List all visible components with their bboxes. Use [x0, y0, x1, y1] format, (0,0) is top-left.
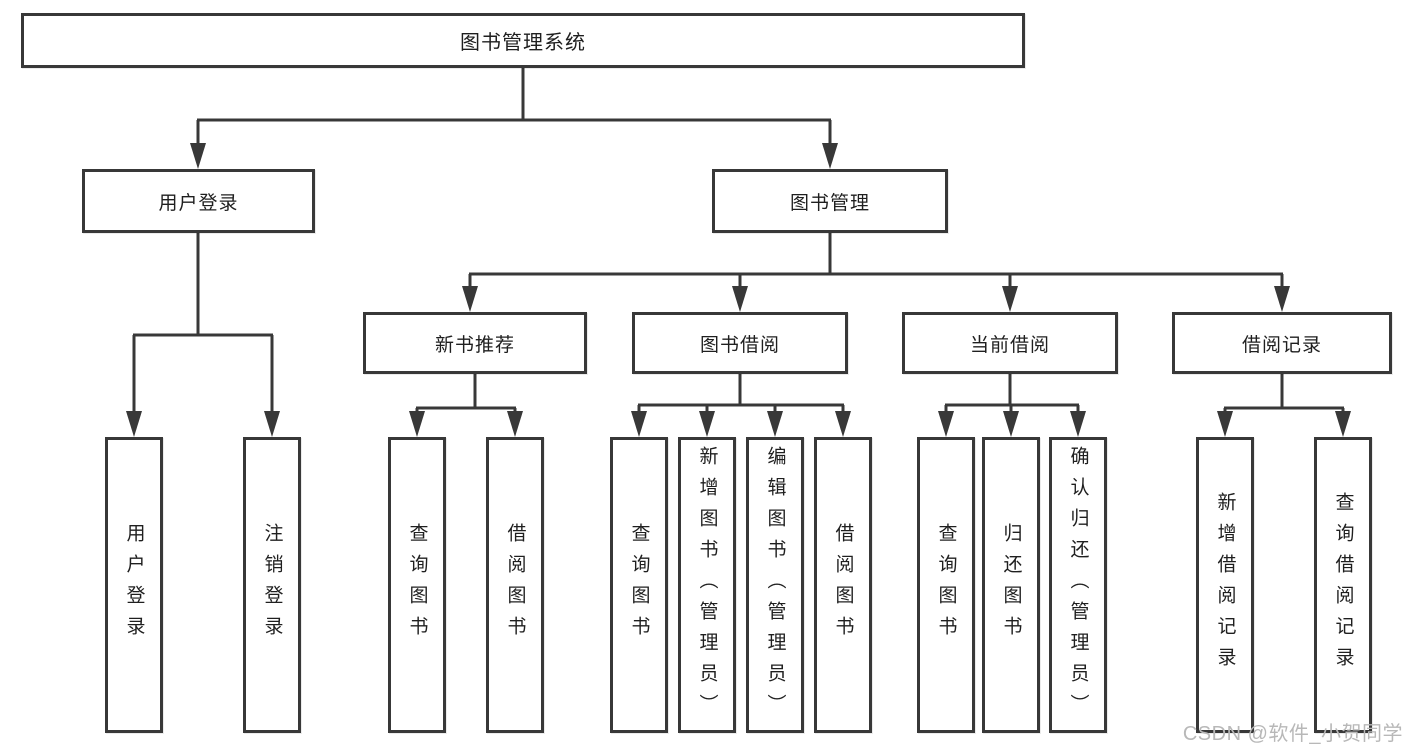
- node-book-management: 图书管理: [712, 169, 948, 233]
- leaf-cb-return-books-label: 归还图书: [1000, 523, 1022, 647]
- leaf-cb-confirm-return: 确认归还（管理员）: [1049, 437, 1107, 733]
- leaf-user-login: 用户登录: [105, 437, 163, 733]
- leaf-cb-query-books: 查询图书: [917, 437, 975, 733]
- leaf-bb-borrow-books-label: 借阅图书: [832, 523, 854, 647]
- leaf-bb-add-books: 新增图书（管理员）: [678, 437, 736, 733]
- leaf-bb-query-books: 查询图书: [610, 437, 668, 733]
- node-book-borrowing-label: 图书借阅: [699, 334, 780, 356]
- leaf-bb-borrow-books: 借阅图书: [814, 437, 872, 733]
- node-borrow-records-label: 借阅记录: [1241, 334, 1322, 356]
- node-current-borrowing: 当前借阅: [902, 312, 1118, 374]
- watermark: CSDN @软件_小贺同学: [1182, 723, 1403, 745]
- leaf-nb-borrow-books: 借阅图书: [486, 437, 544, 733]
- leaf-br-add-record-label: 新增借阅记录: [1214, 492, 1236, 678]
- leaf-br-add-record: 新增借阅记录: [1196, 437, 1254, 733]
- leaf-user-login-label: 用户登录: [123, 523, 145, 647]
- node-root: 图书管理系统: [21, 13, 1025, 68]
- leaf-bb-edit-books-label: 编辑图书（管理员）: [764, 445, 786, 725]
- leaf-bb-query-books-label: 查询图书: [628, 523, 650, 647]
- node-root-label: 图书管理系统: [460, 32, 586, 54]
- leaf-nb-query-books-label: 查询图书: [406, 523, 428, 647]
- leaf-cb-return-books: 归还图书: [982, 437, 1040, 733]
- node-current-borrowing-label: 当前借阅: [969, 334, 1050, 356]
- node-new-book-recommend: 新书推荐: [363, 312, 587, 374]
- leaf-bb-edit-books: 编辑图书（管理员）: [746, 437, 804, 733]
- node-user-login: 用户登录: [82, 169, 315, 233]
- leaf-logout-label: 注销登录: [261, 523, 283, 647]
- leaf-cb-query-books-label: 查询图书: [935, 523, 957, 647]
- leaf-nb-query-books: 查询图书: [388, 437, 446, 733]
- leaf-bb-add-books-label: 新增图书（管理员）: [696, 445, 718, 725]
- leaf-nb-borrow-books-label: 借阅图书: [504, 523, 526, 647]
- leaf-br-query-record-label: 查询借阅记录: [1332, 492, 1354, 678]
- leaf-br-query-record: 查询借阅记录: [1314, 437, 1372, 733]
- node-new-book-recommend-label: 新书推荐: [434, 334, 515, 356]
- leaf-cb-confirm-return-label: 确认归还（管理员）: [1067, 445, 1089, 725]
- node-borrow-records: 借阅记录: [1172, 312, 1392, 374]
- node-book-management-label: 图书管理: [789, 192, 870, 214]
- node-book-borrowing: 图书借阅: [632, 312, 848, 374]
- leaf-logout: 注销登录: [243, 437, 301, 733]
- node-user-login-label: 用户登录: [158, 192, 239, 214]
